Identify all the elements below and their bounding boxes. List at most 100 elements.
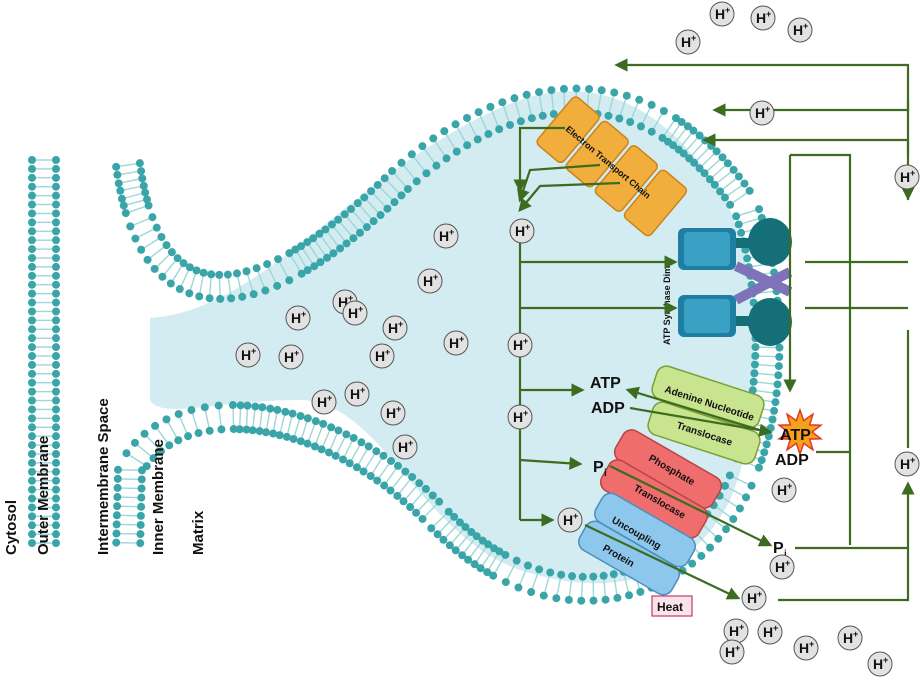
svg-text:H: H: [681, 34, 691, 50]
svg-text:H: H: [513, 337, 523, 353]
proton-ion: H+: [434, 224, 458, 248]
svg-text:H: H: [843, 630, 853, 646]
svg-text:H: H: [793, 22, 803, 38]
proton-ion: H+: [279, 345, 303, 369]
svg-text:H: H: [513, 409, 523, 425]
svg-text:H: H: [398, 439, 408, 455]
atp-in-label: ATP: [590, 375, 621, 392]
svg-text:+: +: [809, 639, 814, 649]
svg-text:+: +: [739, 622, 744, 632]
svg-text:+: +: [765, 104, 770, 114]
atp-synthase-label: ATP Synthase Dimer: [662, 257, 672, 345]
svg-text:+: +: [691, 33, 696, 43]
svg-text:+: +: [853, 629, 858, 639]
proton-ion: H+: [236, 343, 260, 367]
proton-ion: H+: [418, 269, 442, 293]
proton-ion: H+: [312, 390, 336, 414]
proton-ion: H+: [510, 219, 534, 243]
svg-text:+: +: [766, 9, 771, 19]
proton-ion: H+: [558, 508, 582, 532]
proton-ion: H+: [286, 306, 310, 330]
svg-text:H: H: [348, 305, 358, 321]
svg-text:+: +: [573, 511, 578, 521]
svg-text:+: +: [327, 393, 332, 403]
svg-text:H: H: [515, 223, 525, 239]
proton-ion: H+: [794, 636, 818, 660]
svg-text:H: H: [775, 559, 785, 575]
svg-text:H: H: [449, 335, 459, 351]
proton-ion: H+: [345, 382, 369, 406]
svg-text:H: H: [375, 348, 385, 364]
svg-text:H: H: [563, 512, 573, 528]
svg-text:H: H: [755, 105, 765, 121]
proton-ion: H+: [720, 640, 744, 664]
svg-text:+: +: [251, 346, 256, 356]
svg-text:+: +: [360, 385, 365, 395]
svg-text:+: +: [408, 438, 413, 448]
proton-ion: H+: [508, 405, 532, 429]
atp-out-label: ATP: [780, 427, 811, 444]
proton-ion: H+: [444, 331, 468, 355]
proton-ion: H+: [381, 401, 405, 425]
svg-text:H: H: [386, 405, 396, 421]
svg-text:H: H: [317, 394, 327, 410]
proton-ion: H+: [676, 30, 700, 54]
proton-ion: H+: [868, 652, 892, 676]
svg-text:+: +: [433, 272, 438, 282]
proton-ion: H+: [724, 619, 748, 643]
svg-text:+: +: [773, 623, 778, 633]
svg-text:H: H: [725, 644, 735, 660]
svg-text:+: +: [803, 21, 808, 31]
proton-ion: H+: [895, 165, 919, 189]
svg-text:+: +: [910, 455, 915, 465]
svg-text:H: H: [873, 656, 883, 672]
proton-ion: H+: [750, 101, 774, 125]
heat-box: Heat: [652, 596, 692, 616]
matrix-label: Matrix: [190, 510, 207, 555]
svg-text:+: +: [757, 589, 762, 599]
svg-text:H: H: [388, 320, 398, 336]
outer-membrane-label: Outer Membrane: [35, 436, 52, 555]
svg-text:i: i: [604, 468, 607, 479]
proton-ion: H+: [838, 626, 862, 650]
heat-label: Heat: [657, 600, 683, 614]
proton-ion: H+: [508, 333, 532, 357]
svg-text:+: +: [398, 319, 403, 329]
proton-ion: H+: [383, 316, 407, 340]
proton-ion: H+: [742, 586, 766, 610]
svg-text:+: +: [787, 481, 792, 491]
svg-text:+: +: [525, 222, 530, 232]
proton-ion: H+: [770, 555, 794, 579]
adp-in-label: ADP: [591, 400, 625, 417]
proton-ion: H+: [758, 620, 782, 644]
svg-text:+: +: [385, 347, 390, 357]
svg-text:H: H: [291, 310, 301, 326]
intermembrane-space-label: Intermembrane Space: [95, 398, 112, 555]
proton-ion: H+: [751, 6, 775, 30]
svg-text:H: H: [777, 482, 787, 498]
proton-ion: H+: [343, 301, 367, 325]
atp-product: ATP: [779, 410, 821, 454]
svg-text:H: H: [900, 456, 910, 472]
svg-text:+: +: [523, 336, 528, 346]
svg-text:H: H: [284, 349, 294, 365]
svg-text:H: H: [900, 169, 910, 185]
svg-text:+: +: [294, 348, 299, 358]
svg-text:+: +: [910, 168, 915, 178]
svg-text:+: +: [396, 404, 401, 414]
svg-text:+: +: [523, 408, 528, 418]
proton-ion: H+: [895, 452, 919, 476]
svg-text:+: +: [459, 334, 464, 344]
svg-text:H: H: [241, 347, 251, 363]
svg-text:H: H: [799, 640, 809, 656]
svg-text:H: H: [763, 624, 773, 640]
svg-text:H: H: [350, 386, 360, 402]
proton-ion: H+: [772, 478, 796, 502]
proton-ion: H+: [710, 2, 734, 26]
svg-text:H: H: [439, 228, 449, 244]
svg-text:+: +: [785, 558, 790, 568]
svg-text:H: H: [756, 10, 766, 26]
svg-text:H: H: [747, 590, 757, 606]
